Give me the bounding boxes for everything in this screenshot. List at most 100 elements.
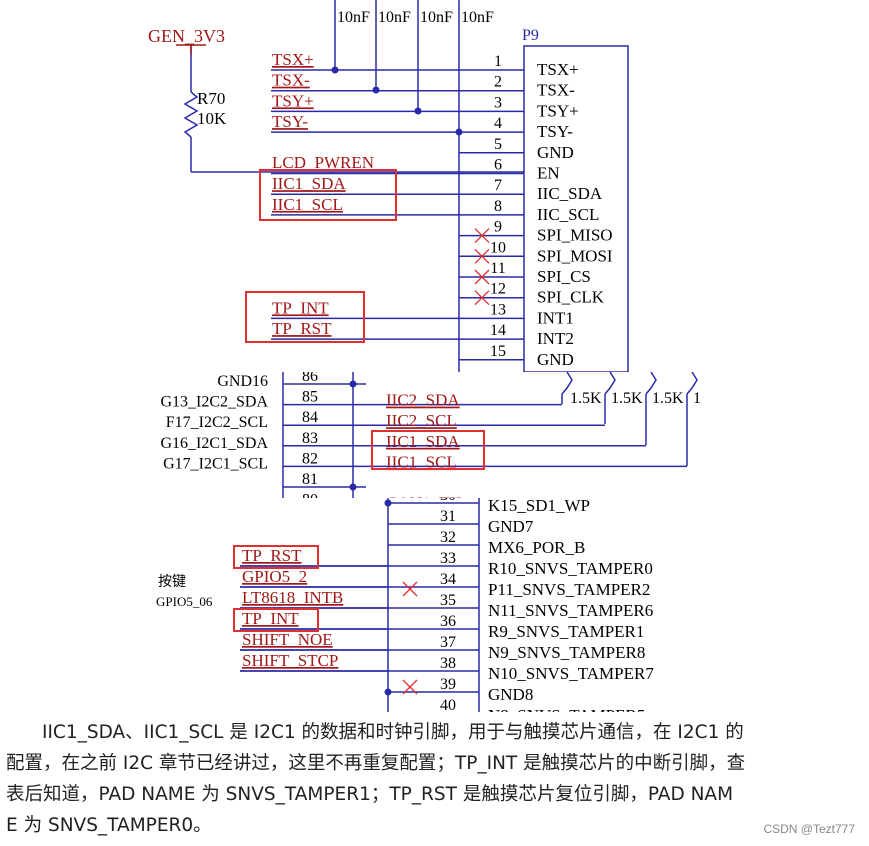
pullup-resistor-value: 1.5K	[570, 390, 602, 407]
resistor-value: 10K	[197, 109, 227, 128]
core-signal-name: G17_I2C1_SCL	[163, 455, 268, 472]
pin-name: TSX+	[537, 60, 579, 79]
net-label: IIC1_SDA	[386, 432, 460, 451]
net-label: IIC2_SDA	[386, 391, 460, 410]
pin-number: 40	[440, 697, 456, 712]
net-label: SHIFT_NOE	[242, 630, 333, 649]
pin-name: R9_SNVS_TAMPER1	[488, 622, 644, 641]
pin-name: N9_SNVS_TAMPER8	[488, 643, 645, 662]
pin-name: SPI_CS	[537, 267, 591, 286]
pin-name: MX6_POR_B	[488, 538, 585, 557]
pin-number: 14	[490, 322, 506, 339]
net-label: TSY+	[272, 91, 314, 110]
pin-number: 39	[440, 676, 456, 693]
pin-name: GND7	[488, 517, 534, 536]
core-signal-name: G16_I2C1_SDA	[160, 435, 268, 452]
net-label: TP_RST	[272, 319, 332, 338]
net-label: IIC1_SCL	[272, 195, 343, 214]
connector-ref: P9	[522, 27, 539, 44]
no-connect-mark	[474, 248, 490, 264]
pullup-resistor-value: 1.5K	[611, 390, 643, 407]
highlight-tp-rst	[233, 545, 319, 569]
pin-number: 81	[302, 471, 318, 488]
schematic-panel-core: 86 GND16 85 G13_I2C2_SDA IIC2_SDA 84 F17_I2C2_…	[136, 368, 702, 514]
pin-number: 34	[440, 571, 456, 588]
pin-number: 9	[494, 219, 502, 236]
net-label: TSX-	[272, 71, 310, 90]
pullup-resistor-value: 1	[693, 390, 701, 407]
pin-number: 30	[440, 498, 456, 504]
pin-number: 6	[494, 157, 502, 174]
pin-number: 1	[494, 53, 502, 70]
pullup-resistor-value: 1.5K	[652, 390, 684, 407]
pin-name: TSY+	[537, 101, 579, 120]
pin-name: SPI_CLK	[537, 288, 605, 307]
pin-number: 35	[440, 592, 456, 609]
pin-name: P11_SNVS_TAMPER2	[488, 580, 650, 599]
net-label: TSX+	[272, 50, 314, 69]
net-label: TP_INT	[242, 609, 299, 628]
paragraph-line-3: 表后知道，PAD NAME 为 SNVS_TAMPER1；TP_RST 是触摸芯…	[6, 784, 734, 805]
no-connect-mark	[474, 290, 490, 306]
no-connect-mark	[474, 269, 490, 285]
pin-number: 8	[494, 198, 502, 215]
no-connect-mark	[402, 581, 418, 597]
highlight-i2c1-core	[371, 430, 485, 470]
pin-name: INT1	[537, 308, 574, 327]
capacitor-value: 10nF	[378, 9, 411, 26]
net-label: IIC2_SCL	[386, 411, 457, 430]
pin-number: 32	[440, 529, 456, 546]
pin-name: TSY-	[537, 122, 573, 141]
pin-name: GND	[537, 350, 574, 369]
no-connect-mark	[402, 679, 418, 695]
pin-name: INT2	[537, 329, 574, 348]
pin-number: 86	[302, 372, 318, 385]
pin-name: EN	[537, 164, 560, 183]
net-label-lcd-pwren: LCD_PWREN	[272, 153, 374, 172]
pin-number: 83	[302, 430, 318, 447]
pin-number: 13	[490, 301, 506, 318]
power-label: GEN_3V3	[148, 26, 225, 46]
capacitor-value: 10nF	[420, 9, 453, 26]
pin-name: IIC_SCL	[537, 205, 599, 224]
net-label: LT8618_INTB	[242, 588, 343, 607]
core-signal-name: G13_I2C2_SDA	[160, 394, 268, 411]
pin-number: 3	[494, 94, 502, 111]
net-label: TSY-	[272, 112, 308, 131]
pin-number: 12	[490, 281, 506, 298]
core-schematic-svg: 86 GND16 85 G13_I2C2_SDA IIC2_SDA 84 F17_I2C2_…	[160, 368, 701, 514]
pin-name: GND	[537, 143, 574, 162]
pin-name: SPI_MOSI	[537, 246, 613, 265]
pin-number: 7	[494, 177, 502, 194]
pin-number: 85	[302, 389, 318, 406]
highlight-tp	[245, 291, 365, 343]
pin-name: R10_SNVS_TAMPER0	[488, 559, 653, 578]
side-label: 按键	[158, 574, 186, 590]
pin-name: SPI_MISO	[537, 226, 613, 245]
watermark: CSDN @Tezt777	[763, 822, 855, 836]
net-label: IIC1_SCL	[386, 452, 457, 471]
gpio-schematic-svg: 30K15_SD1_WP31GND732MX6_POR_B33R10_SNVS_…	[156, 487, 654, 725]
paragraph-line-2: 配置，在之前 I2C 章节已经讲过，这里不再重复配置；TP_INT 是触摸芯片的…	[6, 753, 746, 774]
pin-number: 4	[494, 115, 502, 132]
core-signal-name: F17_I2C2_SCL	[166, 414, 268, 431]
description-paragraph: IIC1_SDA、IIC1_SCL 是 I2C1 的数据和时钟引脚，用于与触摸芯…	[6, 717, 846, 841]
pin-number: 2	[494, 74, 502, 91]
pin-number: 15	[490, 343, 506, 360]
capacitor-value: 10nF	[337, 9, 370, 26]
core-signal-name: GND16	[217, 373, 268, 390]
schematic-panel-gpio: 30K15_SD1_WP31GND732MX6_POR_B33R10_SNVS_…	[136, 487, 702, 725]
capacitor-value: 10nF	[461, 9, 494, 26]
paragraph-line-1: IIC1_SDA、IIC1_SCL 是 I2C1 的数据和时钟引脚，用于与触摸芯…	[42, 722, 744, 743]
pin-number: 11	[490, 260, 505, 277]
paragraph-line-4: E 为 SNVS_TAMPER0。	[6, 815, 212, 836]
pin-number: 36	[440, 613, 456, 630]
pin-number: 84	[302, 409, 318, 426]
pin-name: K15_SD1_WP	[488, 498, 590, 515]
pin-name: IIC_SDA	[537, 184, 603, 203]
pin-name: N11_SNVS_TAMPER6	[488, 601, 653, 620]
resistor-ref: R70	[197, 89, 225, 108]
pin-number: 33	[440, 550, 456, 567]
